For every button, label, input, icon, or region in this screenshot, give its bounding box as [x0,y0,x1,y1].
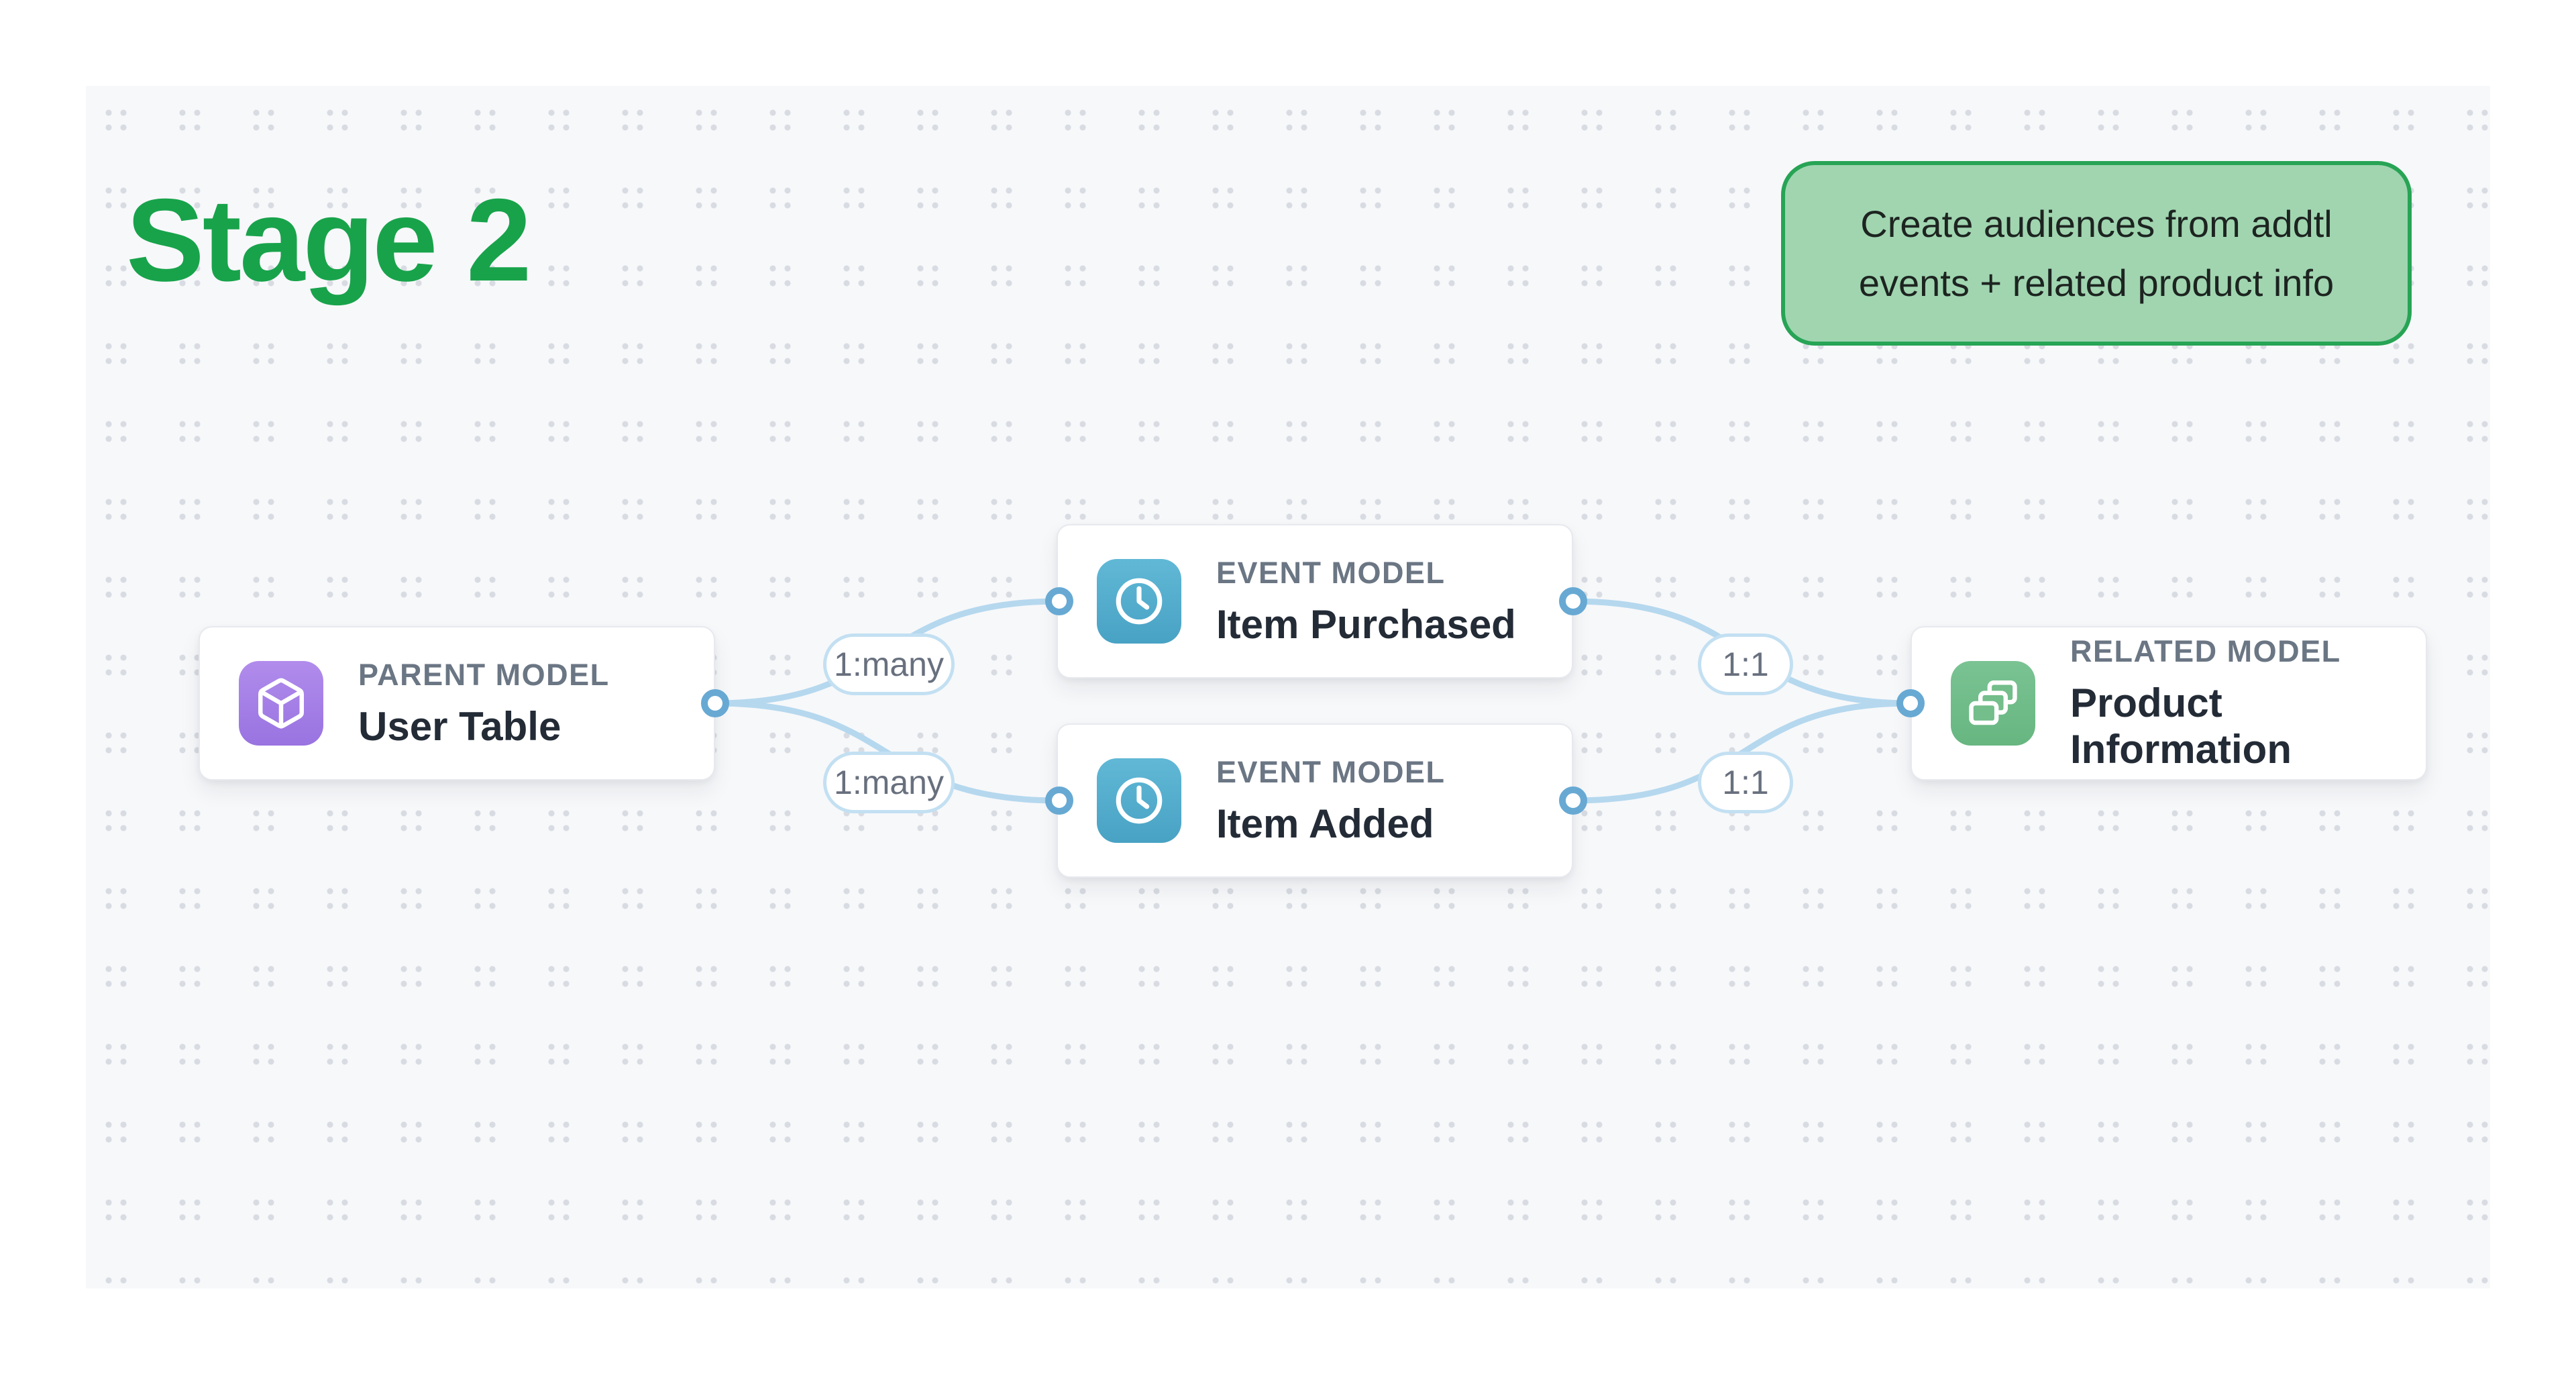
relationship-label-11-bottom: 1:1 [1698,752,1793,813]
node-name: User Table [358,703,561,749]
relationship-label-11-top: 1:1 [1698,633,1793,695]
relationship-label-1many-top: 1:many [823,633,955,695]
node-event-model-item-purchased[interactable]: EVENT MODEL Item Purchased [1057,524,1573,678]
node-type-label: EVENT MODEL [1216,754,1446,789]
node-name: Item Purchased [1216,601,1516,647]
clock-icon [1097,758,1181,843]
connection-handle-item-added-in[interactable] [1045,786,1073,815]
stage-title: Stage 2 [126,175,531,306]
node-type-label: PARENT MODEL [358,657,610,692]
connection-handle-item-purchased-in[interactable] [1045,587,1073,615]
callout-note: Create audiences from addtl events + rel… [1781,161,2412,346]
node-name: Item Added [1216,801,1434,846]
node-parent-model[interactable]: PARENT MODEL User Table [199,626,715,780]
node-name: Product Information [2070,680,2292,772]
callout-line-1: Create audiences from addtl [1860,203,2332,246]
node-event-model-item-added[interactable]: EVENT MODEL Item Added [1057,723,1573,878]
cube-icon [239,661,323,746]
connection-handle-parent-out[interactable] [701,689,729,717]
stack-icon [1951,661,2035,746]
clock-icon [1097,559,1181,644]
connection-handle-item-purchased-out[interactable] [1559,587,1587,615]
node-related-model[interactable]: RELATED MODEL Product Information [1911,626,2427,780]
callout-line-2: events + related product info [1858,261,2334,304]
node-type-label: EVENT MODEL [1216,555,1446,590]
node-type-label: RELATED MODEL [2070,634,2341,668]
relationship-label-1many-bottom: 1:many [823,752,955,813]
connection-handle-related-in[interactable] [1896,689,1925,717]
connection-handle-item-added-out[interactable] [1559,786,1587,815]
